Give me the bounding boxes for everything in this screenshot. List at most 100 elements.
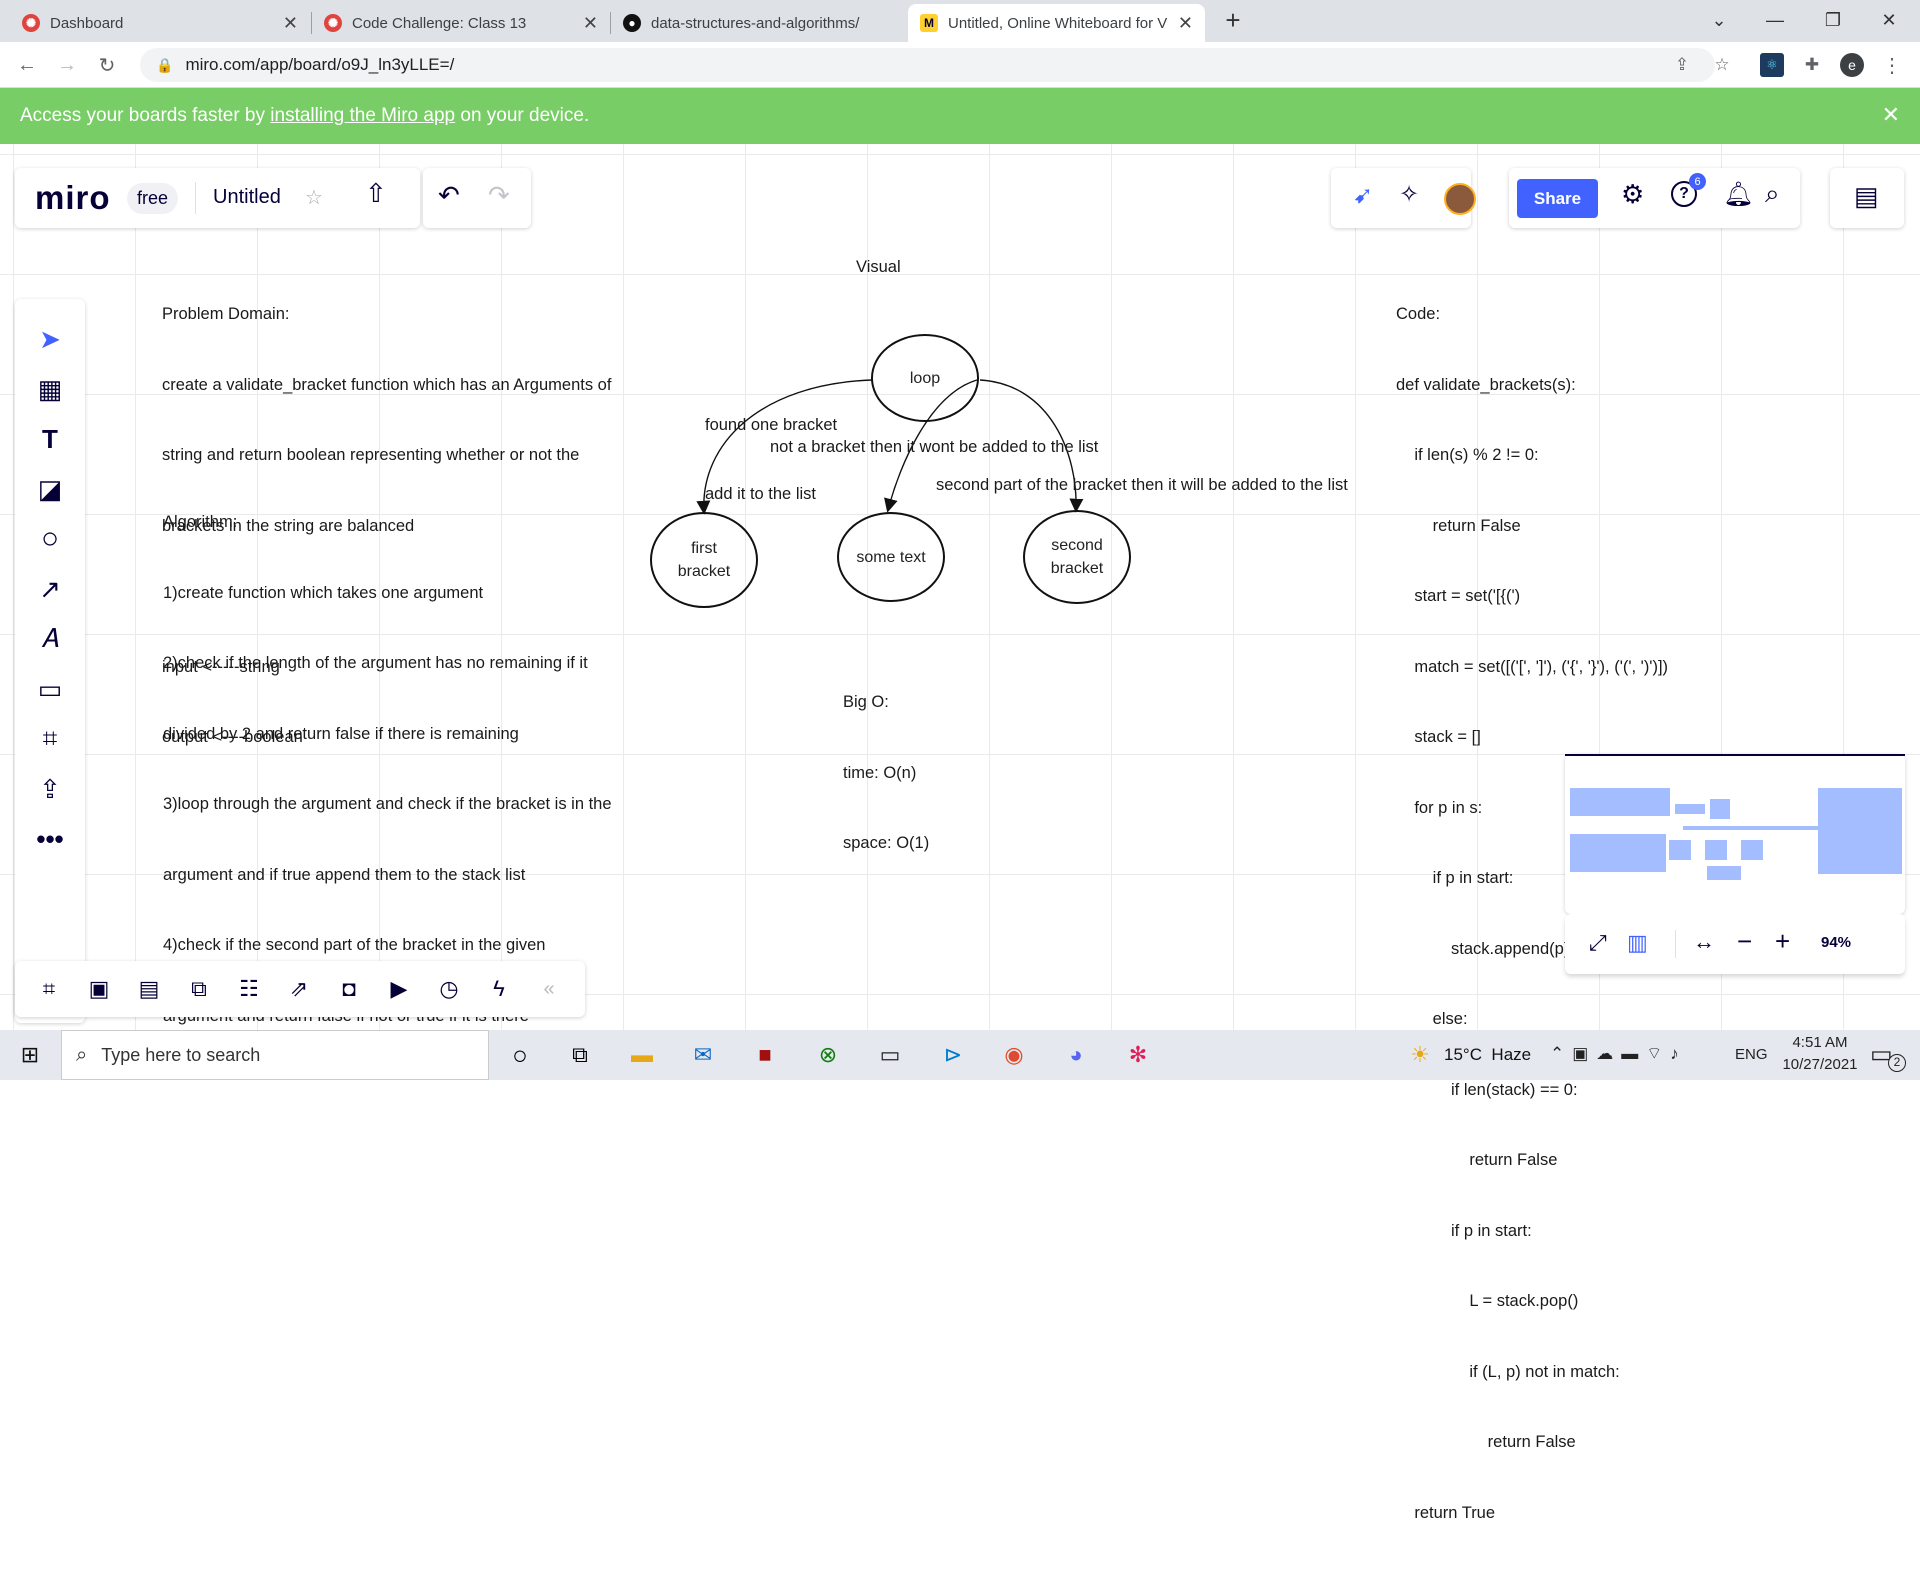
weather-icon[interactable]: ☀ — [1410, 1042, 1430, 1067]
shape-circle-icon[interactable]: ○ — [40, 522, 60, 555]
help-icon[interactable]: ? — [1671, 181, 1697, 207]
clock-date[interactable]: 10/27/2021 — [1782, 1056, 1858, 1073]
text-tool-icon[interactable]: T — [42, 423, 58, 454]
map-toggle-icon[interactable]: ▥ — [1627, 930, 1648, 955]
star-icon[interactable]: ☆ — [305, 187, 323, 209]
user-avatar[interactable] — [1444, 183, 1476, 215]
sticky-note-icon[interactable]: ◪ — [37, 473, 63, 504]
zoom-in-icon[interactable]: + — [1775, 926, 1791, 956]
forward-arrow-icon[interactable]: → — [57, 53, 77, 76]
close-tab-icon[interactable]: ✕ — [582, 12, 598, 33]
install-app-link[interactable]: installing the Miro app — [270, 105, 456, 126]
tray-icons[interactable]: ⌃▣☁▬⌔♪ — [1550, 1044, 1687, 1063]
board-title[interactable]: Untitled — [213, 186, 281, 208]
close-window-icon[interactable]: ✕ — [1881, 9, 1897, 30]
templates-icon[interactable]: ▦ — [37, 373, 63, 404]
close-tab-icon[interactable]: ✕ — [1177, 12, 1193, 33]
mail-icon[interactable]: ✉ — [693, 1042, 713, 1067]
redo-icon[interactable]: ↷ — [488, 180, 510, 210]
bookmark-star-icon[interactable]: ☆ — [1714, 55, 1730, 74]
windows-start-icon[interactable]: ⊞ — [20, 1042, 40, 1067]
cards-icon[interactable]: ⧉ — [191, 976, 207, 1001]
node-loop[interactable]: loop — [871, 334, 979, 422]
input-language[interactable]: ENG — [1735, 1046, 1768, 1063]
minimize-icon[interactable]: — — [1766, 9, 1784, 30]
back-arrow-icon[interactable]: ← — [17, 53, 37, 76]
vscode-icon[interactable]: ⊳ — [943, 1042, 963, 1067]
taskbar-search-box[interactable]: ⌕ Type here to search — [61, 1030, 489, 1080]
task-view-icon[interactable]: ⧉ — [572, 1042, 588, 1067]
maximize-icon[interactable]: ❐ — [1824, 9, 1842, 30]
fit-width-icon[interactable]: ↔ — [1693, 929, 1715, 954]
discord-icon[interactable]: ◕ — [1069, 1042, 1083, 1067]
xbox-icon[interactable]: ⊗ — [818, 1042, 838, 1067]
clock-time[interactable]: 4:51 AM — [1792, 1034, 1848, 1051]
close-tab-icon[interactable]: ✕ — [282, 12, 298, 33]
chrome-icon[interactable]: ◉ — [1004, 1042, 1024, 1067]
not-bracket-label[interactable]: not a bracket then it wont be added to t… — [770, 438, 1099, 456]
screen-share-icon[interactable]: ⇗ — [289, 976, 309, 1001]
second-part-label[interactable]: second part of the bracket then it will … — [936, 476, 1348, 494]
profile-avatar[interactable]: e — [1840, 53, 1864, 77]
notes-list-icon[interactable]: ▤ — [1854, 181, 1879, 211]
embed-icon[interactable]: ◘ — [342, 976, 356, 1001]
undo-icon[interactable]: ↶ — [438, 180, 460, 210]
address-bar[interactable]: 🔒 miro.com/app/board/o9J_ln3yLLE=/ — [140, 48, 1715, 82]
close-banner-icon[interactable]: ✕ — [1881, 102, 1900, 127]
visual-title[interactable]: Visual — [856, 258, 901, 276]
node-first-bracket[interactable]: first bracket — [650, 512, 758, 608]
plan-badge[interactable]: free — [127, 183, 179, 214]
pen-icon[interactable]: 𝐴 — [41, 623, 59, 653]
file-explorer-icon[interactable]: ▬ — [631, 1042, 653, 1067]
share-button[interactable]: Share — [1517, 179, 1598, 218]
presentation-icon[interactable]: ▣ — [88, 976, 110, 1001]
frame-icon[interactable]: ⌗ — [42, 723, 58, 753]
react-devtools-icon[interactable]: ⚛ — [1760, 53, 1784, 77]
select-cursor-icon[interactable]: ➤ — [39, 323, 61, 354]
miro-logo[interactable]: miro — [35, 179, 111, 216]
zoom-level[interactable]: 94% — [1821, 934, 1852, 951]
connector-arrow-icon[interactable]: ↗ — [39, 573, 61, 604]
collapse-chevron-icon[interactable]: « — [543, 977, 555, 1000]
tab-search-chevron-icon[interactable]: ⌄ — [1711, 9, 1727, 30]
terminal-icon[interactable]: ▭ — [879, 1042, 901, 1067]
tab-github[interactable]: ● data-structures-and-algorithms/ — [611, 4, 908, 42]
frames-icon[interactable]: ⌗ — [42, 976, 56, 1001]
reload-icon[interactable]: ↻ — [98, 54, 116, 77]
cortana-circle-icon[interactable]: ○ — [512, 1039, 528, 1070]
more-tools-icon[interactable]: ••• — [36, 823, 64, 854]
slack-icon[interactable]: ✻ — [1128, 1042, 1148, 1067]
big-o-text[interactable]: Big O: time: O(n) space: O(1) — [843, 644, 929, 903]
upload-icon[interactable]: ⇪ — [39, 773, 61, 804]
search-icon[interactable]: ⌕ — [1765, 178, 1780, 208]
new-tab-button[interactable]: + — [1225, 4, 1241, 35]
video-call-icon[interactable]: ▶ — [390, 976, 408, 1001]
tab-dashboard[interactable]: ✺ Dashboard ✕ — [10, 4, 310, 42]
found-bracket-label[interactable]: found one bracket add it to the list — [705, 368, 837, 552]
cursor-flag-icon[interactable]: ➹ — [1353, 182, 1374, 209]
node-second-bracket[interactable]: second bracket — [1023, 510, 1131, 604]
comments-icon[interactable]: ▤ — [138, 976, 160, 1001]
celebrate-icon[interactable]: ✧ — [1399, 181, 1420, 208]
fullscreen-expand-icon[interactable]: ⤢ — [1589, 930, 1607, 955]
timer-icon[interactable]: ◷ — [439, 976, 459, 1001]
minimap[interactable] — [1565, 754, 1905, 914]
notifications-bell-icon[interactable]: 🔔︎ — [1723, 181, 1754, 208]
settings-sliders-icon[interactable]: ⚙ — [1621, 179, 1645, 209]
lightning-icon[interactable]: ϟ — [493, 976, 505, 1001]
game-app-icon[interactable]: ■ — [758, 1042, 772, 1067]
node-some-text[interactable]: some text — [837, 512, 945, 602]
kanban-icon[interactable]: ☷ — [239, 976, 259, 1001]
problem-domain-text[interactable]: Problem Domain: create a validate_bracke… — [162, 256, 611, 797]
tab-miro[interactable]: M Untitled, Online Whiteboard for V ✕ — [908, 4, 1205, 42]
export-upload-icon[interactable]: ⇧ — [365, 178, 387, 208]
extensions-puzzle-icon[interactable]: ✚ — [1804, 55, 1820, 74]
zoom-out-icon[interactable]: − — [1737, 926, 1753, 956]
comment-icon[interactable]: ▭ — [37, 673, 63, 704]
tab-code-challenge[interactable]: ✺ Code Challenge: Class 13 ✕ — [312, 4, 610, 42]
action-center-icon[interactable]: ▭ — [1870, 1041, 1893, 1068]
browser-menu-icon[interactable]: ⋮ — [1882, 54, 1902, 77]
whiteboard-canvas[interactable]: miro free Untitled ☆ ⇧ ↶ ↷ ➹ ✧ Share ⚙ ?… — [0, 144, 1920, 1522]
weather-text[interactable]: 15°C Haze — [1444, 1045, 1532, 1064]
share-page-icon[interactable]: ⇪ — [1674, 55, 1690, 74]
